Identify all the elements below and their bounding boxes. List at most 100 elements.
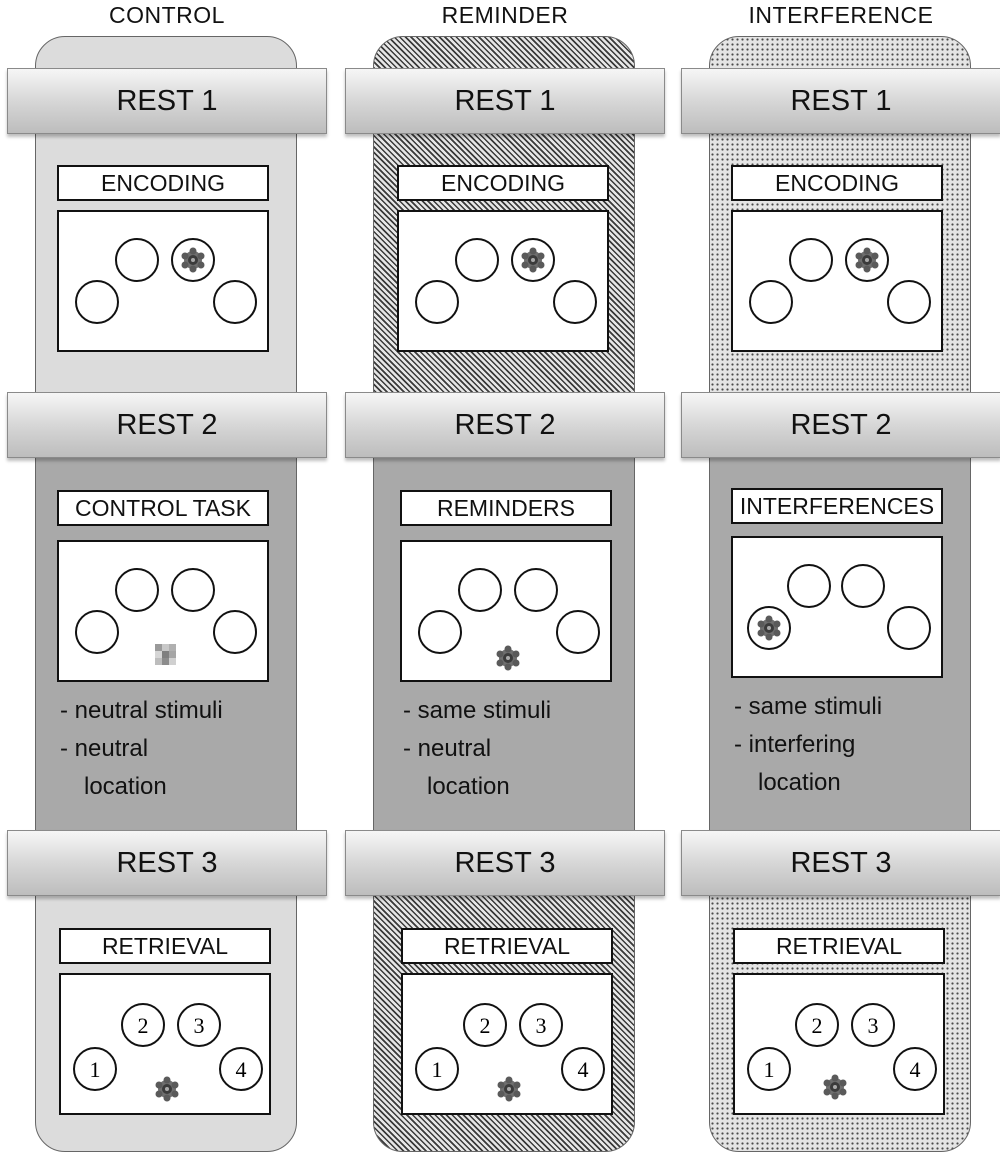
retrieval-display: 1 2 3 4 (747, 1003, 937, 1100)
rest-2-label: REST 2 (454, 408, 556, 441)
retrieval-display: 1 2 3 4 (73, 1003, 263, 1102)
location-circle-1 (75, 280, 119, 324)
reminders-display (418, 568, 600, 671)
location-circle-1 (749, 280, 793, 324)
retrieval-label: RETRIEVAL (733, 928, 945, 964)
flower-stimulus-icon (497, 1076, 521, 1102)
description-line-2: - neutral (60, 735, 149, 762)
rest-3-label: REST 3 (454, 846, 556, 879)
flower-stimulus-icon (855, 247, 879, 273)
rest-1-label: REST 1 (116, 84, 218, 117)
rest-3-label: REST 3 (790, 846, 892, 879)
encoding-label: ENCODING (397, 165, 609, 201)
circle-number-2: 2 (480, 1013, 491, 1038)
rest-3-label: REST 3 (116, 846, 218, 879)
reminders-description: - same stimuli - neutral location (403, 692, 551, 806)
rest-2-bar: REST 2 (345, 392, 665, 458)
flower-stimulus-icon (496, 645, 520, 671)
location-circle-3 (514, 568, 558, 612)
description-line-1: - same stimuli (403, 697, 552, 724)
numbered-circle-3 (519, 1003, 563, 1047)
circle-number-4: 4 (910, 1057, 921, 1082)
rest-2-label: REST 2 (790, 408, 892, 441)
reminder-column: REMINDER REST 1 ENCODING REST 2 REMINDER… (345, 0, 665, 1169)
retrieval-panel: 1 2 3 4 (733, 973, 945, 1115)
location-circle-4 (213, 610, 257, 654)
location-circle-2 (787, 564, 831, 608)
encoding-display (749, 238, 931, 324)
rest-3-bar: REST 3 (7, 830, 327, 896)
retrieval-label: RETRIEVAL (59, 928, 271, 964)
circle-number-2: 2 (812, 1013, 823, 1038)
circle-number-3: 3 (868, 1013, 879, 1038)
circle-number-3: 3 (194, 1013, 205, 1038)
encoding-label: ENCODING (57, 165, 269, 201)
interferences-panel (731, 536, 943, 678)
encoding-label: ENCODING (731, 165, 943, 201)
location-circle-2 (115, 568, 159, 612)
circle-number-4: 4 (578, 1057, 589, 1082)
rest-1-bar: REST 1 (345, 68, 665, 134)
control-task-label: CONTROL TASK (57, 490, 269, 526)
scrambled-neutral-stimulus-icon (155, 644, 176, 665)
circle-number-1: 1 (432, 1057, 443, 1082)
description-line-1: - same stimuli (734, 693, 883, 720)
encoding-display (415, 238, 597, 324)
location-circle-2 (455, 238, 499, 282)
description-line-2: - interfering (734, 731, 856, 758)
location-circle-4 (553, 280, 597, 324)
location-circle-1 (75, 610, 119, 654)
circle-number-4: 4 (236, 1057, 247, 1082)
column-title: REMINDER (441, 2, 569, 28)
retrieval-display: 1 2 3 4 (415, 1003, 605, 1102)
description-line-1: - neutral stimuli (60, 697, 223, 724)
interference-column: INTERFERENCE REST 1 ENCODING REST 2 INTE… (681, 0, 1000, 1169)
location-circle-4 (213, 280, 257, 324)
rest-1-bar: REST 1 (7, 68, 327, 134)
location-circle-2 (115, 238, 159, 282)
encoding-panel (731, 210, 943, 352)
location-circle-3 (841, 564, 885, 608)
column-title: CONTROL (109, 2, 225, 28)
circle-number-1: 1 (764, 1057, 775, 1082)
rest-2-bar: REST 2 (7, 392, 327, 458)
numbered-circle-1 (415, 1047, 459, 1091)
control-task-display (75, 568, 257, 665)
numbered-circle-4 (219, 1047, 263, 1091)
location-circle-3 (171, 568, 215, 612)
circle-number-2: 2 (138, 1013, 149, 1038)
location-circle-4 (556, 610, 600, 654)
flower-stimulus-icon (181, 247, 205, 273)
flower-stimulus-icon (155, 1076, 179, 1102)
rest-2-label: REST 2 (116, 408, 218, 441)
reminders-label: REMINDERS (400, 490, 612, 526)
numbered-circle-1 (747, 1047, 791, 1091)
location-circle-1 (418, 610, 462, 654)
rest-1-label: REST 1 (790, 84, 892, 117)
rest-2-bar: REST 2 (681, 392, 1000, 458)
interferences-description: - same stimuli - interfering location (734, 688, 882, 802)
location-circle-2 (458, 568, 502, 612)
circle-number-1: 1 (90, 1057, 101, 1082)
retrieval-panel: 1 2 3 4 (59, 973, 271, 1115)
numbered-circle-2 (463, 1003, 507, 1047)
circle-number-3: 3 (536, 1013, 547, 1038)
retrieval-panel: 1 2 3 4 (401, 973, 613, 1115)
description-line-3: location (758, 769, 841, 796)
interferences-display (747, 564, 931, 650)
description-line-3: location (427, 773, 510, 800)
encoding-panel (397, 210, 609, 352)
rest-3-bar: REST 3 (681, 830, 1000, 896)
rest-3-bar: REST 3 (345, 830, 665, 896)
description-line-2: - neutral (403, 735, 492, 762)
numbered-circle-2 (121, 1003, 165, 1047)
retrieval-label: RETRIEVAL (401, 928, 613, 964)
numbered-circle-2 (795, 1003, 839, 1047)
flower-stimulus-icon (521, 247, 545, 273)
rest-1-label: REST 1 (454, 84, 556, 117)
flower-stimulus-icon (823, 1074, 847, 1100)
rest-1-bar: REST 1 (681, 68, 1000, 134)
numbered-circle-4 (893, 1047, 937, 1091)
description-line-3: location (84, 773, 167, 800)
encoding-panel (57, 210, 269, 352)
